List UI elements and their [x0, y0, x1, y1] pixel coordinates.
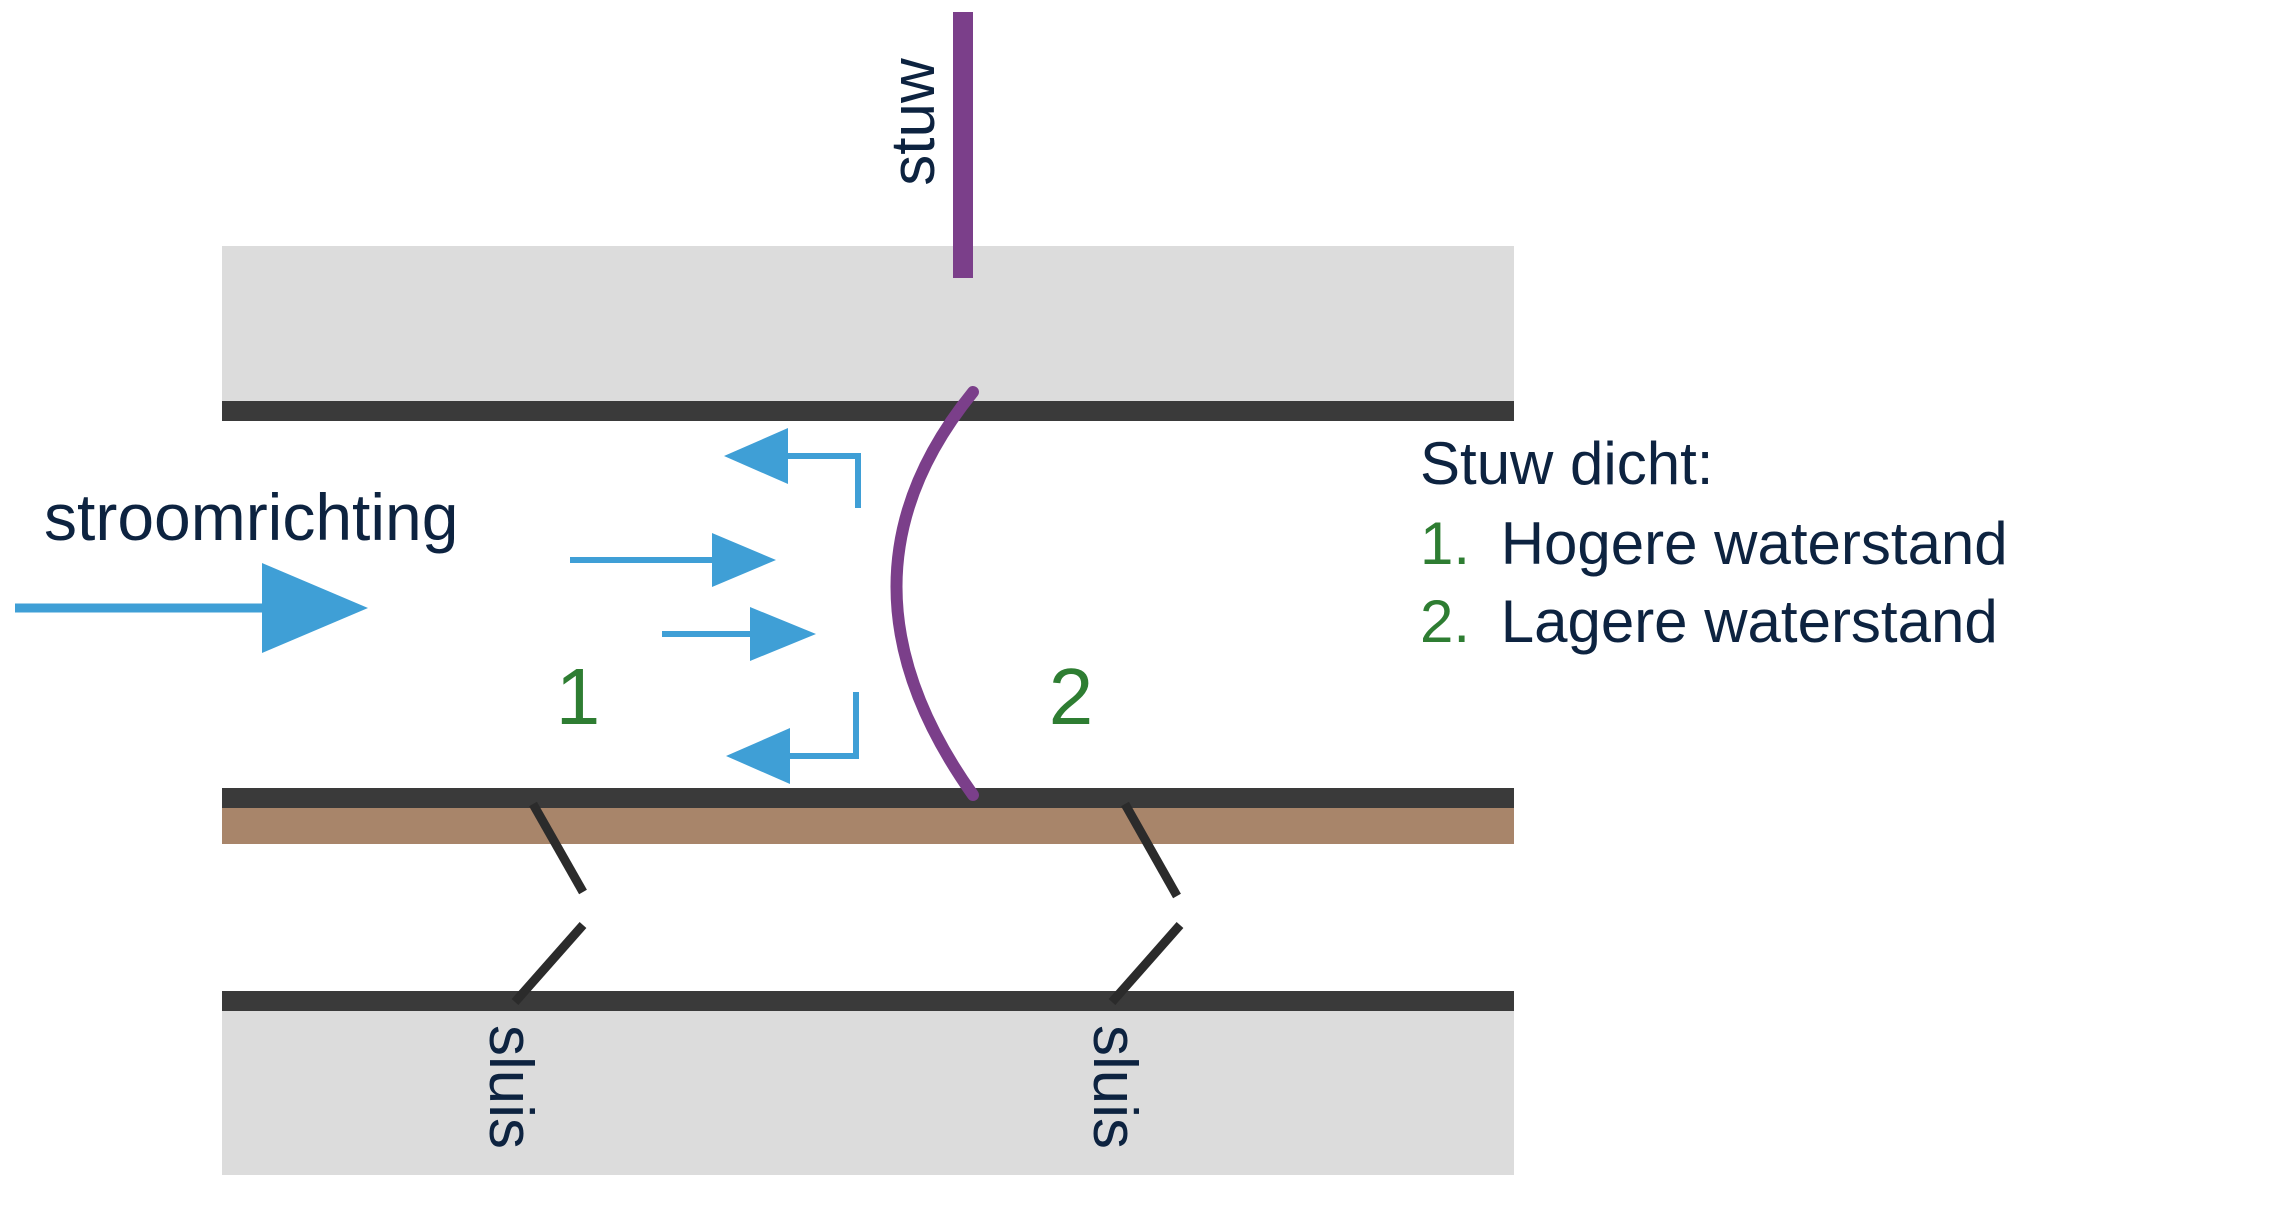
region-2-label: 2 [1049, 652, 1094, 741]
legend-item-2-number: 2. [1420, 588, 1470, 655]
deflected-flow-lower-line [772, 692, 859, 759]
lock-left-label: sluis [476, 1025, 545, 1149]
lock-right-gate-lower [1108, 922, 1184, 1005]
legend-item-1-number: 1. [1420, 510, 1470, 577]
upper-bank [222, 246, 1514, 408]
deflected-flow-upper-line [770, 453, 861, 508]
lock-left-gate-lower [511, 922, 587, 1005]
lock-right-gate-upper [1121, 801, 1181, 899]
lock-channel-lower-shoreline [222, 991, 1514, 1011]
lower-bank [222, 1010, 1514, 1175]
deflected-flow-upper-head [724, 428, 788, 484]
weir-gate-closed [890, 386, 979, 801]
flow-arrow-upper-head [712, 533, 776, 587]
legend: Stuw dicht: 1. Hogere waterstand 2. Lage… [1420, 430, 2008, 655]
legend-item-2: 2. Lagere waterstand [1420, 588, 1998, 655]
deflected-flow-lower-head [726, 728, 790, 784]
flow-direction-label: stroomrichting [44, 480, 458, 554]
legend-item-1: 1. Hogere waterstand [1420, 510, 2008, 577]
legend-item-1-text: Hogere waterstand [1501, 510, 2008, 577]
upper-shoreline [222, 401, 1514, 421]
weir-label: stuw [879, 58, 948, 186]
flow-arrow-lower-head [750, 607, 816, 661]
region-1-label: 1 [556, 652, 601, 741]
lock-left-gate-upper [529, 801, 587, 895]
flow-direction-arrow-head [262, 563, 368, 653]
legend-title: Stuw dicht: [1420, 430, 1713, 497]
lock-right-label: sluis [1080, 1025, 1149, 1149]
river-lower-shoreline [222, 788, 1514, 808]
legend-item-2-text: Lagere waterstand [1501, 588, 1998, 655]
